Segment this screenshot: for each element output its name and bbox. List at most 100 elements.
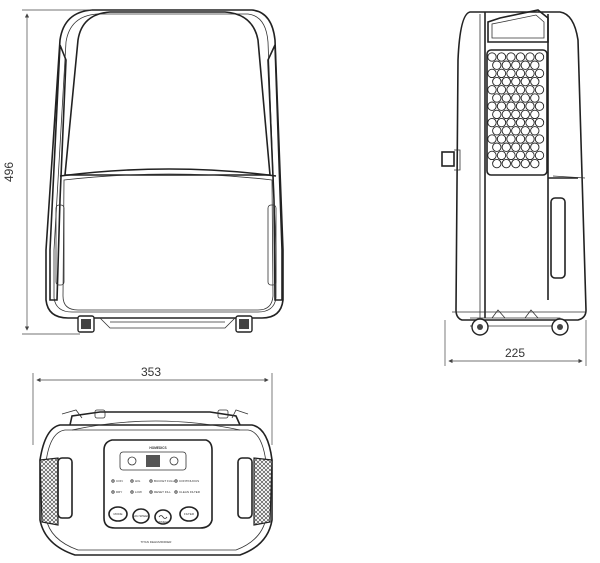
grille-hole [520, 93, 530, 103]
panel-display-right-icon [169, 456, 179, 466]
grille-hole [530, 76, 540, 87]
side-grille-frame [486, 49, 548, 176]
grille-hole [530, 60, 540, 70]
side-connector-mount [454, 149, 461, 171]
depth-label: 225 [505, 346, 525, 360]
grille-hole [534, 68, 545, 79]
led-label: LOW [135, 490, 142, 494]
grille-hole [496, 101, 507, 111]
grille-hole [530, 142, 540, 152]
grille-hole [492, 93, 502, 103]
front-view [45, 9, 284, 333]
grille-hole [515, 68, 526, 79]
grille-hole [515, 101, 526, 111]
grille-hole [501, 142, 511, 152]
side-body-outline [455, 11, 587, 321]
grille-hole [487, 85, 497, 95]
side-air-grille [487, 52, 545, 169]
grille-hole [496, 117, 507, 128]
grille-hole [492, 109, 502, 120]
top-right-handle [237, 457, 253, 519]
base-label: TITAN DEHUMIDIFIER [141, 540, 173, 544]
timer-button-label: TIMER [158, 520, 168, 524]
top-left-mesh [39, 457, 59, 526]
front-body-inner [53, 13, 277, 313]
grille-hole [487, 101, 497, 111]
side-carry-handle [550, 197, 566, 279]
side-rear-step [552, 175, 586, 179]
grille-hole [496, 52, 507, 62]
timer-button[interactable]: TIMER [154, 509, 172, 525]
grille-hole [520, 158, 530, 169]
grille-hole [515, 52, 526, 62]
grille-hole [487, 52, 497, 62]
grille-hole [487, 68, 497, 79]
grille-hole [487, 150, 497, 161]
grille-hole [520, 60, 530, 70]
grille-hole [525, 150, 535, 161]
grille-hole [525, 101, 535, 111]
grille-hole [501, 158, 511, 169]
panel-led-group: CON HIG BUCKET FULL CONTINUOUS DRY LOW R… [111, 479, 201, 494]
front-right-recess [267, 204, 277, 286]
grille-hole [534, 85, 545, 95]
top-body-outline [39, 424, 273, 556]
grille-hole [506, 150, 516, 161]
led-label: CLEAN FILTER [179, 490, 201, 494]
grille-hole [506, 134, 516, 144]
front-right-wheel [235, 315, 253, 333]
grille-hole [511, 109, 521, 120]
grille-hole [511, 126, 521, 136]
grille-hole [525, 68, 535, 79]
timer-icon [158, 515, 168, 519]
led-label: BUCKET FULL [154, 479, 175, 483]
led-label: DRY [116, 490, 122, 494]
grille-hole [506, 68, 516, 79]
side-left-wheel [471, 318, 489, 336]
top-carry-handle [69, 411, 241, 426]
top-body-inner [45, 429, 267, 551]
top-view: HOMEDICS CON HIG BUCKET FULL CONTINUOUS … [39, 409, 273, 556]
fan-speed-button-label: FAN SPEED [133, 514, 151, 518]
top-left-handle [57, 457, 73, 519]
grille-hole [515, 134, 526, 144]
grille-hole [506, 101, 516, 111]
front-left-wheel [77, 315, 95, 333]
front-division-curve [59, 168, 277, 177]
grille-hole [501, 109, 511, 120]
grille-hole [515, 150, 526, 161]
front-right-vent [267, 44, 283, 301]
grille-hole [534, 101, 545, 111]
grille-hole [501, 76, 511, 87]
front-left-vent [49, 44, 67, 301]
side-rear-panel [547, 14, 578, 300]
grille-hole [492, 142, 502, 152]
side-handle-inner [491, 14, 545, 39]
grille-hole [511, 76, 521, 87]
grille-hole [515, 117, 526, 128]
grille-hole [492, 158, 502, 169]
grille-hole [496, 85, 507, 95]
grille-hole [501, 93, 511, 103]
front-tank [62, 173, 274, 311]
filter-button[interactable]: FILTER [179, 506, 199, 522]
grille-hole [525, 117, 535, 128]
side-hose-connector [441, 151, 455, 167]
grille-hole [515, 85, 526, 95]
mode-button[interactable]: MODE [108, 506, 128, 522]
width-dimension: 353 [32, 365, 273, 445]
grille-hole [506, 52, 516, 62]
height-dimension: 496 [2, 9, 92, 335]
grille-hole [506, 85, 516, 95]
top-hinge-right [217, 409, 229, 419]
led-label: HIG [135, 479, 141, 483]
front-body-outline [45, 9, 284, 319]
grille-hole [511, 93, 521, 103]
led-label: CONTINUOUS [179, 479, 199, 483]
panel-display-frame [119, 451, 187, 471]
grille-hole [511, 60, 521, 70]
side-right-wheel [551, 318, 569, 336]
fan-speed-button[interactable]: FAN SPEED [132, 508, 151, 524]
depth-dimension: 225 [444, 320, 587, 366]
